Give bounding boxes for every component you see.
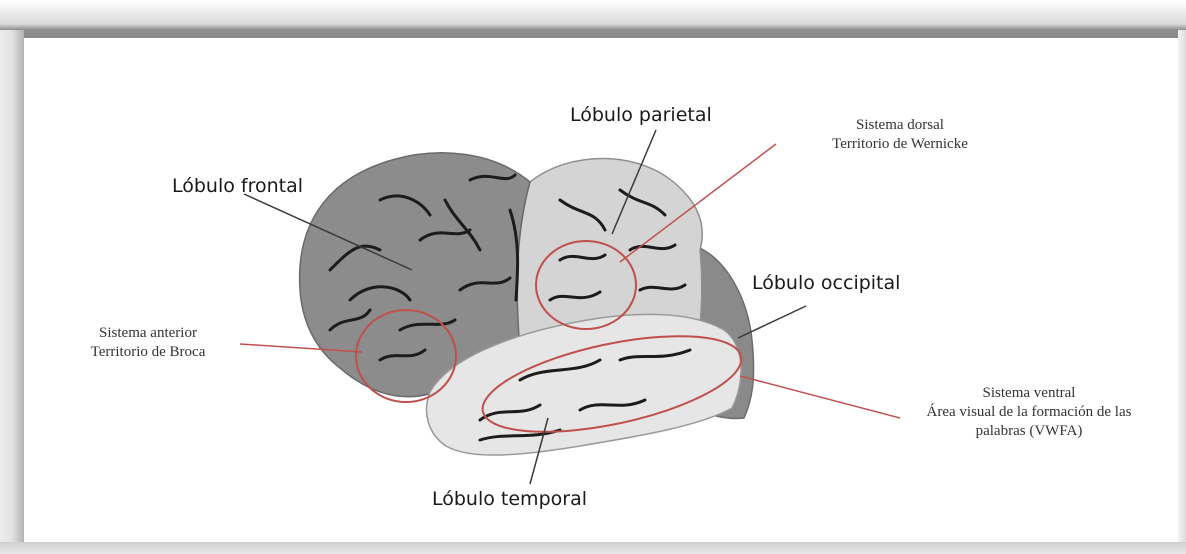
- label-occipital-lobe: Lóbulo occipital: [752, 272, 900, 294]
- ventral-system-title: Sistema ventral: [884, 384, 1174, 403]
- anterior-system-title: Sistema anterior: [58, 324, 238, 343]
- vwfa-leader: [740, 376, 900, 418]
- label-anterior-system: Sistema anterior Territorio de Broca: [58, 324, 238, 362]
- label-ventral-system: Sistema ventral Área visual de la formac…: [884, 384, 1174, 441]
- label-temporal-lobe: Lóbulo temporal: [432, 488, 587, 510]
- dorsal-system-territory: Territorio de Wernicke: [802, 135, 998, 154]
- anterior-system-territory: Territorio de Broca: [58, 343, 238, 362]
- dorsal-system-title: Sistema dorsal: [802, 116, 998, 135]
- label-frontal-lobe: Lóbulo frontal: [172, 175, 303, 197]
- label-parietal-lobe: Lóbulo parietal: [570, 104, 712, 126]
- ventral-system-area: Área visual de la formación de las: [884, 403, 1174, 422]
- label-dorsal-system: Sistema dorsal Territorio de Wernicke: [802, 116, 998, 154]
- ventral-system-vwfa: palabras (VWFA): [884, 422, 1174, 441]
